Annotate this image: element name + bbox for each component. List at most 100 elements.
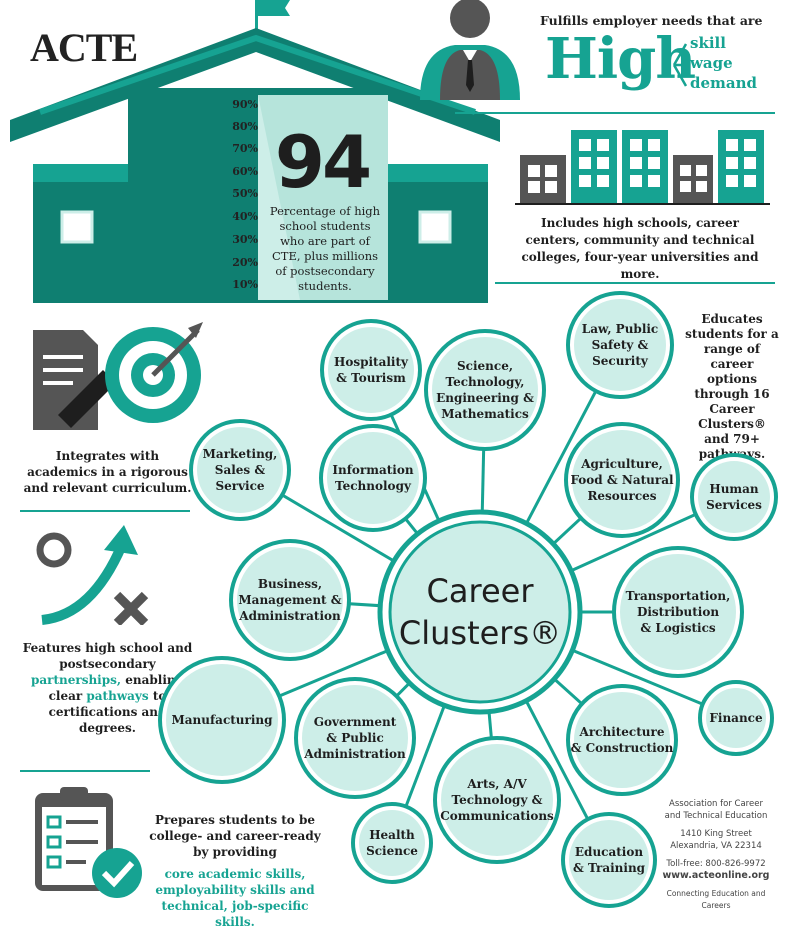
cluster-label-line: Finance	[709, 711, 763, 725]
partnerships-highlight: partnerships,	[30, 673, 122, 687]
cluster-node-fill	[574, 299, 666, 391]
cluster-node-fill	[574, 692, 670, 788]
cluster-label-line: & Logistics	[640, 621, 716, 635]
high-word: High	[545, 26, 696, 92]
cluster-label-line: & Construction	[570, 741, 674, 755]
address-line2: Alexandria, VA 22314	[670, 841, 762, 851]
cluster-label-line: Sales &	[214, 463, 266, 477]
career-clusters-diagram	[158, 291, 778, 908]
cluster-label-line: Information	[332, 463, 414, 477]
cluster-label-line: Law, Public	[581, 322, 659, 336]
cluster-label-line: Arts, A/V	[467, 777, 527, 791]
cluster-label-line: Architecture	[579, 725, 665, 739]
buildings-icon	[515, 130, 770, 205]
cluster-node-fill	[166, 664, 278, 776]
cluster-label-line: Administration	[239, 609, 341, 623]
cluster-label-line: Service	[215, 479, 265, 493]
partnerships-pre: Features high school and postsecondary	[22, 641, 193, 671]
schoolhouse-illustration	[10, 0, 500, 303]
businessperson-icon	[420, 0, 520, 100]
quality-wage: wage	[690, 54, 733, 72]
website-link[interactable]: www.acteonline.org	[662, 870, 770, 881]
divider	[455, 112, 775, 114]
cluster-label-line: Technology	[335, 479, 411, 493]
partnerships-post: to certifications and degrees.	[48, 689, 167, 735]
cluster-node-fill	[327, 432, 419, 524]
tick-label: 30%	[232, 233, 258, 246]
arrows-icon	[672, 43, 688, 87]
cluster-label-line: & Training	[572, 861, 646, 875]
cluster-label-line: Business,	[257, 577, 323, 591]
tick-label: 10%	[232, 278, 258, 291]
document-target-icon	[33, 322, 203, 430]
cluster-label: Transportation, Distribution & Logistics	[626, 588, 731, 636]
acte-logo: ACTE	[30, 25, 138, 70]
cluster-node-fill	[572, 430, 672, 530]
tagline: Connecting Education and Careers	[666, 889, 766, 910]
cluster-label-line: Mathematics	[441, 407, 529, 421]
cluster-label: Finance	[709, 710, 762, 726]
cluster-label-line: Education	[574, 845, 644, 859]
title-line: Clusters®	[398, 614, 562, 652]
cluster-node-fill	[620, 554, 736, 670]
cluster-node-fill	[706, 688, 766, 748]
cluster-label-line: Government	[313, 715, 397, 729]
cluster-label-line: Technology &	[451, 793, 543, 807]
tick-label: 20%	[232, 256, 258, 269]
checklist-icon	[35, 787, 142, 898]
cluster-label-line: Security	[592, 354, 648, 368]
cluster-node-fill	[569, 820, 649, 900]
institutions-text: Includes high schools, career centers, c…	[521, 216, 759, 281]
cluster-label: Marketing, Sales & Service	[203, 446, 278, 494]
partnerships-text: Features high school and postsecondary p…	[20, 640, 195, 736]
tick-label: 50%	[232, 187, 258, 200]
cluster-node-fill	[328, 327, 414, 413]
org-name-line1: Association for Career	[669, 799, 763, 809]
employer-heading: Fulfills employer needs that are	[540, 13, 763, 28]
divider	[20, 770, 150, 772]
cluster-label-line: Marketing,	[202, 447, 278, 461]
cluster-label-line: Safety &	[591, 338, 649, 352]
cluster-label-line: & Public	[326, 731, 384, 745]
cluster-label-line: Distribution	[636, 605, 720, 619]
cluster-label: Education & Training	[573, 844, 645, 876]
cluster-node-fill	[302, 685, 408, 791]
tick-label: 70%	[232, 142, 258, 155]
cluster-node-fill	[197, 427, 283, 513]
title-line: Career	[426, 572, 534, 610]
cluster-label-line: Technology,	[445, 375, 525, 389]
cluster-node-fill	[441, 744, 553, 856]
hub-fill	[388, 520, 572, 704]
cluster-label-line: Science,	[456, 359, 514, 373]
readiness-lead: Prepares students to be college- and car…	[149, 813, 321, 859]
cluster-node-fill	[237, 547, 343, 653]
cte-percentage-value: 94	[274, 120, 372, 204]
cluster-label-line: Science	[366, 844, 418, 858]
address-line1: 1410 King Street	[680, 829, 752, 839]
cluster-label-line: Food & Natural	[570, 473, 674, 487]
cluster-label-line: Communications	[440, 809, 554, 823]
cluster-node-fill	[432, 337, 538, 443]
tick-label: 90%	[232, 98, 258, 111]
cluster-label-line: Manufacturing	[171, 713, 273, 727]
cluster-label-line: Transportation,	[625, 589, 731, 603]
cluster-label-line: Resources	[587, 489, 657, 503]
phone-number: Toll-free: 800-826-9972	[666, 859, 766, 869]
org-name-line2: and Technical Education	[664, 811, 768, 821]
quality-skill: skill	[690, 34, 726, 52]
divider	[20, 510, 190, 512]
cluster-label-line: Agriculture,	[581, 457, 663, 471]
cluster-label: Arts, A/V Technology & Communications	[440, 776, 554, 824]
pathways-highlight: pathways	[86, 689, 149, 703]
cluster-label-line: Services	[706, 498, 762, 512]
cluster-label-line: Human	[709, 482, 759, 496]
cluster-node-fill	[359, 810, 425, 876]
cluster-label-line: Administration	[304, 747, 406, 761]
strategy-play-icon	[36, 525, 149, 625]
academics-text: Integrates with academics in a rigorous …	[23, 449, 192, 495]
cluster-label-line: Management &	[238, 593, 342, 607]
